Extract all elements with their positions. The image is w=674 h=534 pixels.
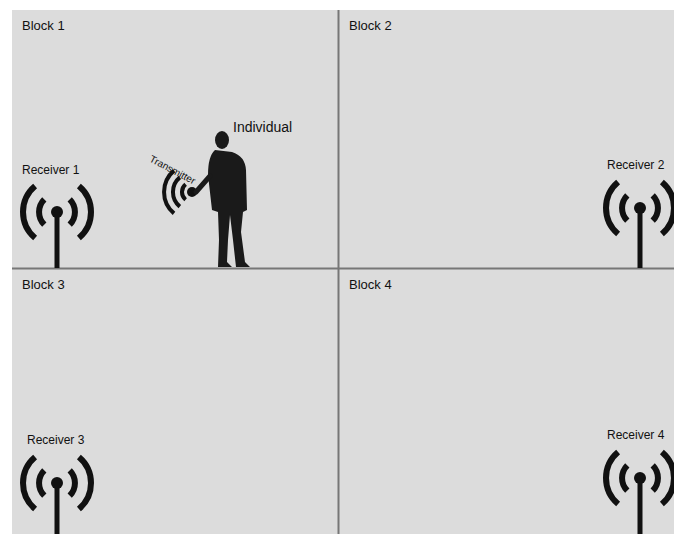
block-region: Block 4 [339,269,674,534]
transmitter-label: Transmitter [148,153,197,186]
person-label: Individual [233,120,292,135]
block-label: Block 3 [22,277,65,292]
receiver-label: Receiver 1 [22,164,79,177]
antenna-symbol [606,182,674,268]
background-area [12,10,674,534]
block-label: Block 2 [349,18,392,33]
block-region: Block 3 [12,269,338,534]
block-label: Block 1 [22,18,65,33]
block-divider [338,10,340,534]
block-divider [12,268,674,270]
block-label: Block 4 [349,277,392,292]
receiver-label: Receiver 4 [607,429,664,442]
antenna-symbol [23,457,91,534]
receiver-label: Receiver 2 [607,159,664,172]
person-silhouette [196,131,250,267]
block-region: Block 1 [12,10,338,268]
antenna-symbol [23,186,91,268]
antenna-symbol [606,452,674,534]
block-region: Block 2 [339,10,674,268]
receiver-label: Receiver 3 [27,434,84,447]
